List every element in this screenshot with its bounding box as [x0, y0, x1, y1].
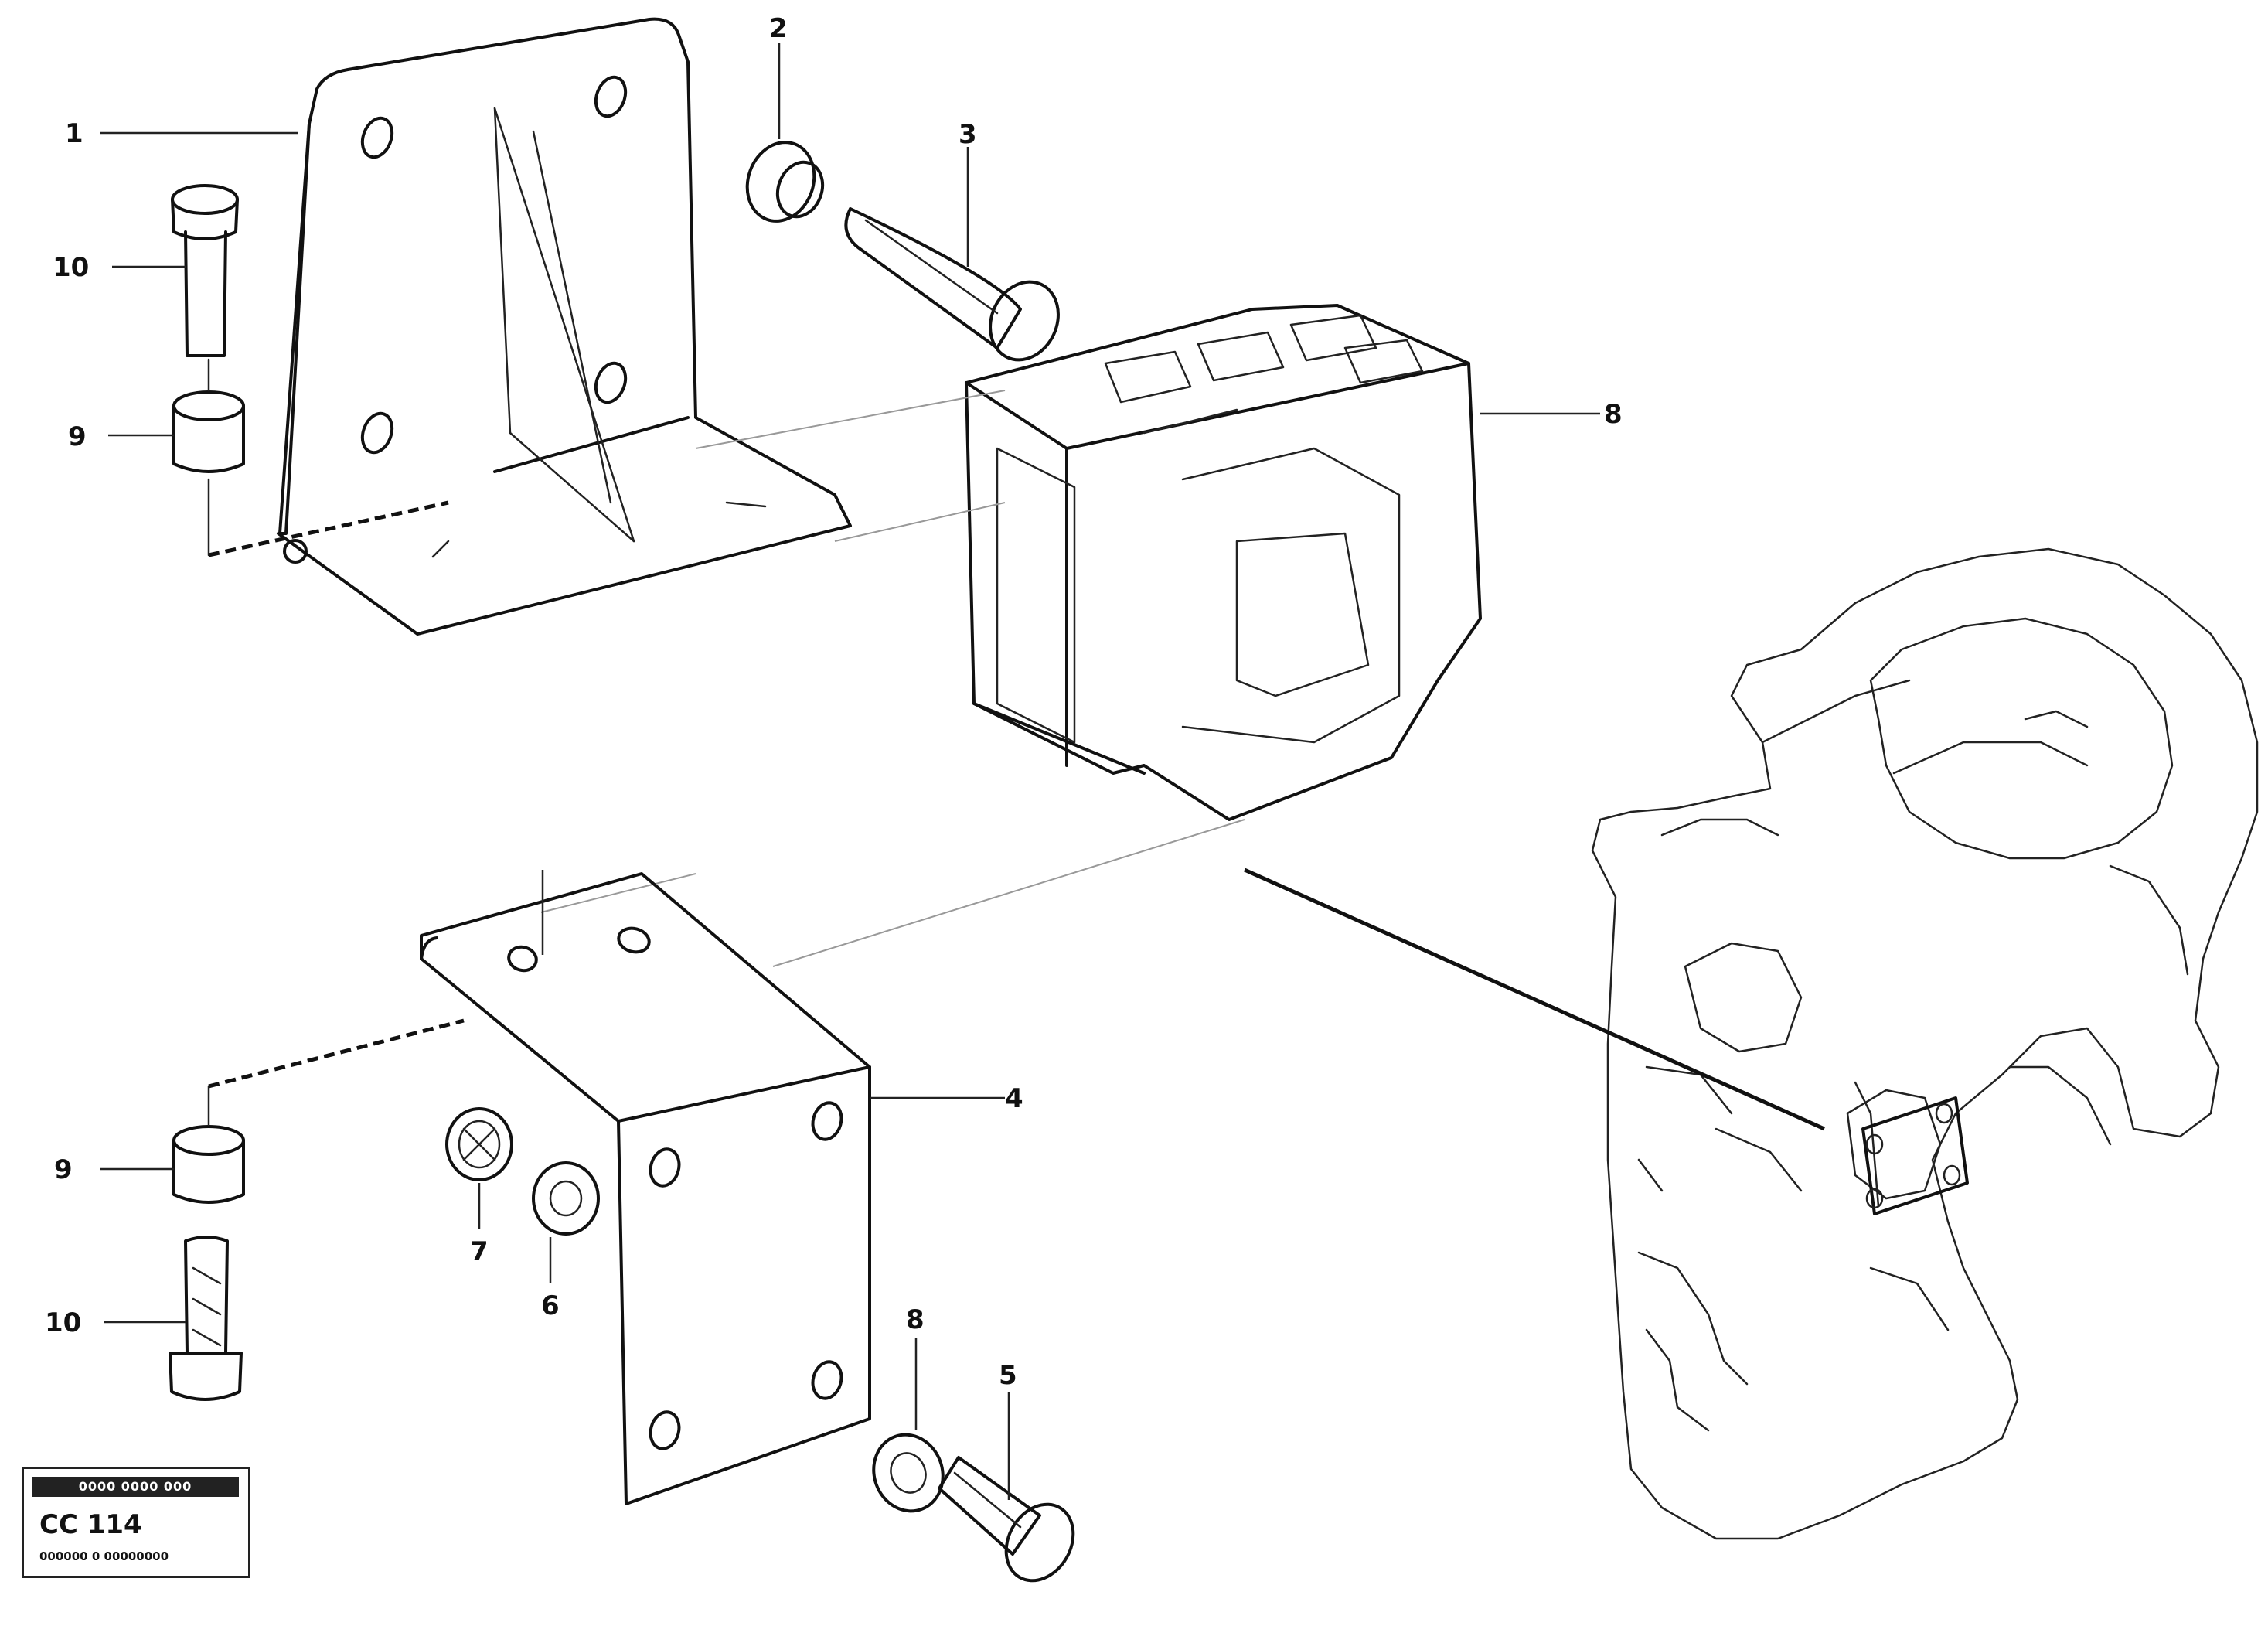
- hex-bolt-lower: [938, 1456, 1075, 1583]
- lower-angle-bracket: [420, 872, 871, 1505]
- bolt-hole-marker: [283, 539, 308, 564]
- callout-labels: 1 2 3 4 5 6 7 8 8 9 9 10 10: [45, 13, 1623, 1391]
- callout-8-lower: 8: [906, 1304, 925, 1335]
- upper-angle-bracket: [277, 17, 852, 636]
- hex-bolt-upper: [844, 207, 1060, 362]
- spacer-sleeve-lower: [172, 1125, 245, 1204]
- location-arrow-line: [1243, 868, 1826, 1131]
- title-block-subtitle: 000000 0 00000000: [39, 1549, 169, 1563]
- drawing-title-block: 0000 0000 000 CC 114 000000 0 00000000: [22, 1467, 250, 1578]
- assembly-line-lower: [208, 1018, 465, 1089]
- lock-nut: [445, 1107, 513, 1181]
- callout-6: 6: [541, 1290, 560, 1321]
- callout-9-upper: 9: [68, 421, 87, 452]
- callout-10-upper: 10: [53, 252, 89, 283]
- leader-lines: [100, 43, 1600, 1500]
- assembly-line-upper: [208, 500, 449, 557]
- transmission-housing: [1591, 547, 2259, 1540]
- control-valve-block: [965, 304, 1482, 821]
- title-block-header: 0000 0000 000: [32, 1477, 239, 1497]
- flat-washer-bolt: [872, 1433, 945, 1513]
- flat-washer-lower: [532, 1161, 600, 1236]
- callout-10-lower: 10: [45, 1307, 81, 1338]
- alignment-lines: [540, 390, 1245, 967]
- spacer-sleeve: [745, 141, 825, 223]
- cap-screw-upper: [171, 184, 239, 357]
- callout-7: 7: [470, 1236, 489, 1267]
- callout-9-lower: 9: [54, 1154, 73, 1185]
- mounting-point-plate: [1861, 1096, 1969, 1215]
- callout-1: 1: [65, 118, 83, 149]
- callout-3: 3: [959, 119, 977, 150]
- cap-screw-lower: [169, 1236, 243, 1401]
- callout-8-upper: 8: [1604, 399, 1623, 430]
- drawing-code: CC 114: [39, 1509, 142, 1540]
- spacer-sleeve-upper: [172, 390, 245, 473]
- callout-4: 4: [1005, 1083, 1023, 1114]
- callout-5: 5: [999, 1360, 1017, 1391]
- callout-2: 2: [769, 13, 788, 44]
